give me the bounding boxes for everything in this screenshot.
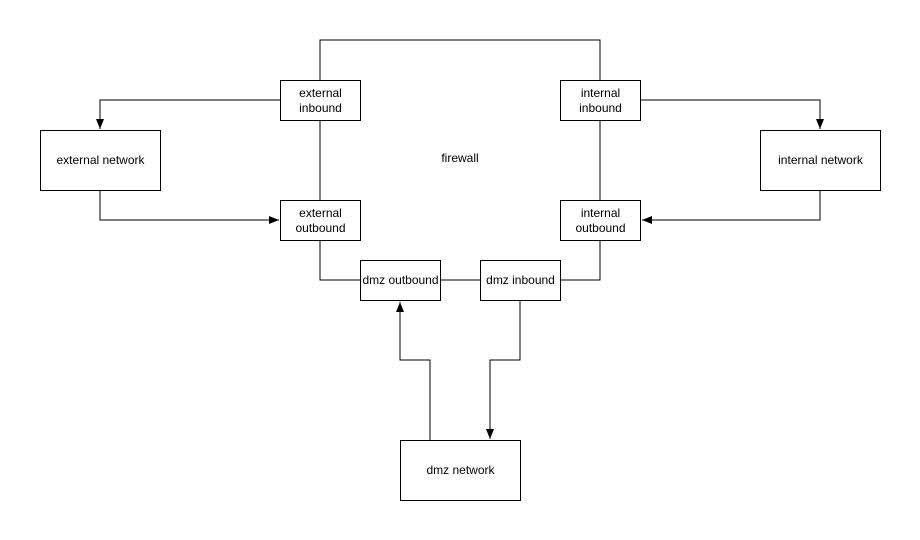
edge-external-inbound-to-internal-inbound xyxy=(319,39,601,80)
node-external-network: external network xyxy=(40,130,161,191)
edge-external-inbound-to-external-network xyxy=(96,99,280,129)
node-external-outbound: external outbound xyxy=(280,200,361,241)
edge-external-network-to-external-outbound xyxy=(99,191,279,224)
node-internal-inbound: internal inbound xyxy=(560,80,641,121)
node-dmz-network: dmz network xyxy=(400,440,521,501)
node-internal-network: internal network xyxy=(760,130,881,191)
edge-dmz-inbound-to-dmz-network xyxy=(486,301,521,439)
node-internal-outbound: internal outbound xyxy=(560,200,641,241)
node-dmz-outbound: dmz outbound xyxy=(360,260,441,301)
firewall-label: firewall xyxy=(441,151,479,165)
edge-external-outbound-to-dmz-outbound xyxy=(319,241,360,281)
node-external-inbound: external inbound xyxy=(280,80,361,121)
edge-internal-outbound-to-dmz-inbound xyxy=(561,241,601,281)
edge-internal-inbound-to-internal-network xyxy=(641,99,824,129)
node-dmz-inbound: dmz inbound xyxy=(480,260,561,301)
edge-internal-network-to-internal-outbound xyxy=(642,191,821,224)
edge-dmz-network-to-dmz-outbound xyxy=(396,302,431,440)
